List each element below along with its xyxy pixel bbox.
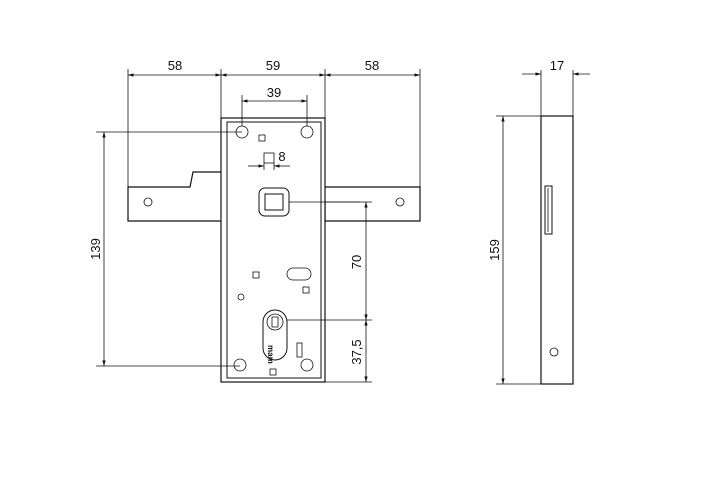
bolt-bar-right bbox=[319, 186, 421, 222]
mount-hole-bottom-left bbox=[233, 358, 247, 372]
spindle-square-small bbox=[263, 152, 275, 164]
dim-159: 159 bbox=[487, 239, 502, 261]
side-latch-slot bbox=[544, 185, 553, 235]
side-body bbox=[540, 115, 574, 385]
dim-58-right: 58 bbox=[365, 58, 379, 73]
front-view: mam bbox=[127, 117, 421, 383]
dim-37-5: 37,5 bbox=[349, 339, 364, 364]
cylinder-profile bbox=[262, 309, 288, 361]
lock-plate-inner bbox=[226, 121, 322, 379]
mount-hole-bottom-right bbox=[300, 358, 314, 372]
bar-hole-right bbox=[395, 197, 405, 207]
dim-58-left: 58 bbox=[168, 58, 182, 73]
dim-17: 17 bbox=[550, 58, 564, 73]
side-view bbox=[540, 115, 574, 385]
lock-plate-outer bbox=[220, 117, 326, 383]
dim-59-center: 59 bbox=[266, 58, 280, 73]
oval-slot bbox=[286, 267, 312, 281]
dim-70: 70 bbox=[349, 255, 364, 269]
side-hole bbox=[549, 347, 559, 357]
bolt-bar bbox=[127, 171, 226, 222]
dimension-labels: 58 59 58 39 8 17 139 159 70 37,5 bbox=[88, 58, 564, 365]
logo-mam: mam bbox=[266, 345, 275, 364]
dim-139: 139 bbox=[88, 238, 103, 260]
dim-8: 8 bbox=[278, 149, 285, 164]
follower-inner bbox=[264, 193, 284, 211]
bar-hole-left bbox=[143, 197, 153, 207]
dimension-lines bbox=[96, 69, 590, 385]
dim-39: 39 bbox=[267, 85, 281, 100]
